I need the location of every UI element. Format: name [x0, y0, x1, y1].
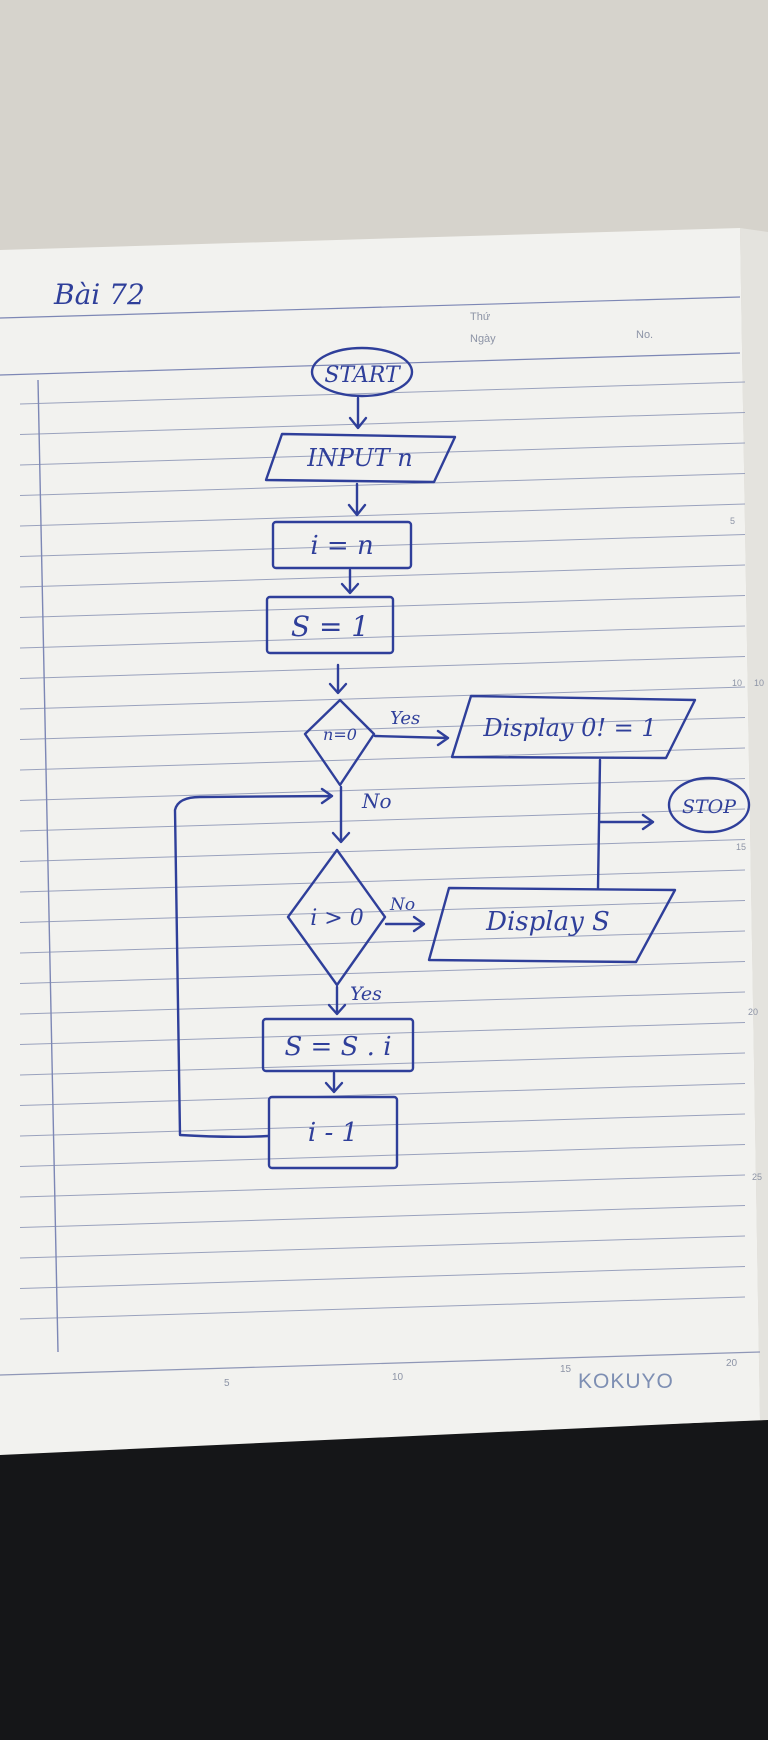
ruled-line: [19, 808, 746, 832]
margin-line: [37, 379, 59, 1353]
ruled-line: [19, 1296, 746, 1320]
stop-label: STOP: [682, 796, 737, 818]
ruled-line: [19, 686, 746, 710]
init-s-box: [265, 595, 395, 655]
input-parallelogram: [264, 432, 457, 484]
loop-back-connector: [173, 787, 334, 1138]
arrow-no-decision-loop: [331, 785, 351, 844]
ruled-line: [19, 869, 746, 893]
ruled-line: [19, 503, 746, 527]
arrow-init-s-decision-zero: [328, 663, 348, 695]
no-label-2: No: [389, 895, 415, 915]
ruler-right-5: 5: [730, 516, 735, 526]
header-line-top: [0, 296, 741, 319]
ruler-right-20: 20: [748, 1007, 758, 1017]
arrow-yes-display-zero: [373, 729, 450, 747]
ruled-line: [19, 1174, 746, 1198]
ruled-line: [19, 1266, 746, 1289]
init-i-box: [271, 520, 413, 570]
multiply-box: [261, 1017, 415, 1073]
yes-label-1: Yes: [390, 708, 420, 729]
multiply-label: S = S . i: [284, 1032, 391, 1062]
header-thu: Thứ: [470, 311, 491, 323]
display-zero-parallelogram: [450, 694, 697, 760]
flowchart: START INPUT n i = n S = 1 n=0 Yes Displa…: [173, 346, 751, 1170]
ruled-line: [19, 595, 746, 618]
ruled-line: [19, 1022, 746, 1045]
decrement-box: [267, 1095, 399, 1170]
ruled-line: [19, 717, 746, 740]
arrow-multiply-decrement: [324, 1071, 344, 1094]
ruled-line: [19, 1052, 746, 1076]
ruler-right-10b: 10: [754, 678, 764, 688]
ruler-bottom-5: 5: [224, 1378, 230, 1389]
init-i-label: i = n: [310, 531, 373, 561]
display-zero-label: Display 0! = 1: [482, 714, 656, 742]
display-s-parallelogram: [427, 886, 677, 964]
notebook-page: Thứ Ngày No. 5 10 15 20 5 10 10 15 20 25…: [0, 228, 768, 1455]
connector-display-zero-display-s: [596, 758, 602, 890]
ruler-right-25: 25: [752, 1172, 762, 1182]
ruled-line: [19, 1083, 746, 1106]
ruler-bottom-20: 20: [726, 1358, 738, 1369]
arrow-to-stop: [598, 813, 655, 831]
ruled-line: [19, 1113, 746, 1137]
header-line-bottom: [0, 352, 741, 376]
arrow-no-display-s: [384, 915, 426, 933]
bottom-border-line: [0, 1351, 761, 1376]
display-s-label: Display S: [485, 907, 610, 937]
start-terminal: [310, 346, 414, 398]
ruled-line: [19, 747, 746, 771]
no-label-1: No: [361, 789, 392, 813]
brand-logo: KOKUYO: [578, 1370, 674, 1393]
ruled-lines: [19, 381, 746, 1320]
decision-loop-label: i > 0: [310, 906, 363, 931]
decision-loop-diamond: [286, 848, 387, 987]
ruled-line: [19, 839, 746, 862]
arrow-yes-multiply: [327, 985, 347, 1016]
decrement-label: i - 1: [308, 1118, 358, 1148]
ruled-line: [19, 442, 746, 466]
arrow-input-init-i: [347, 482, 367, 517]
dark-fabric: [0, 1420, 768, 1740]
ruler-right-15: 15: [736, 842, 746, 852]
stop-terminal: [667, 776, 751, 834]
ruler-bottom-10: 10: [392, 1372, 404, 1383]
input-label: INPUT n: [306, 444, 413, 472]
ruled-line: [19, 778, 746, 801]
decision-zero-diamond: [303, 698, 376, 787]
init-s-label: S = 1: [291, 610, 369, 643]
decision-zero-label: n=0: [323, 725, 357, 744]
ruled-line: [19, 625, 746, 649]
ruled-line: [19, 1235, 746, 1259]
header-no: No.: [636, 329, 653, 341]
ruled-line: [19, 961, 746, 984]
ruled-line: [19, 412, 746, 435]
yes-label-2: Yes: [350, 983, 382, 1005]
arrow-init-i-init-s: [340, 568, 360, 595]
ruled-line: [19, 1144, 746, 1167]
start-label: START: [324, 363, 402, 388]
ruler-right-10: 10: [732, 678, 742, 688]
page-heading: Bài 72: [53, 278, 145, 311]
ruler-bottom-15: 15: [560, 1364, 572, 1375]
ruled-line: [19, 930, 746, 954]
header-ngay: Ngày: [470, 333, 496, 345]
arrow-start-input: [348, 396, 368, 430]
ruled-line: [19, 564, 746, 588]
ruled-line: [19, 656, 746, 679]
ruled-line: [19, 1205, 746, 1228]
ruled-line: [19, 534, 746, 557]
ruled-line: [19, 991, 746, 1015]
ruled-line: [19, 473, 746, 496]
